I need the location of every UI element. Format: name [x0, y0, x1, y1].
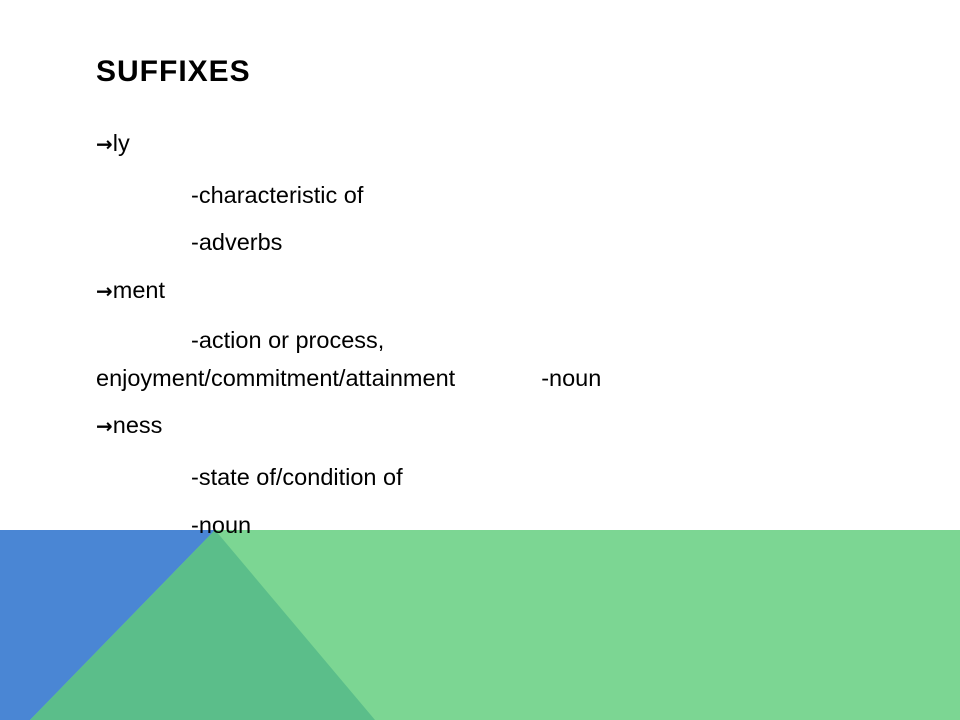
note-tail: -noun [541, 365, 602, 391]
note-line: -adverbs [191, 229, 283, 255]
right-arrow-icon: → [96, 279, 113, 303]
note-line: -characteristic of [191, 182, 364, 208]
note-text: enjoyment/commitment/attainment [96, 365, 456, 391]
slide-title: SUFFIXES [96, 55, 251, 88]
note-line: -state of/condition of [191, 464, 403, 490]
list-item-ment: →ment [96, 275, 165, 306]
right-arrow-icon: → [96, 132, 113, 156]
suffix-label: ly [112, 130, 130, 156]
note-line-wrapped: enjoyment/commitment/attainment -noun [96, 363, 601, 393]
list-item-ly: →ly [96, 128, 130, 159]
right-arrow-icon: → [96, 414, 113, 438]
triangle-overlap-shape [30, 530, 375, 720]
suffix-label: ment [112, 277, 166, 303]
note-line: -noun [191, 512, 252, 538]
blue-corner-shape [0, 530, 215, 720]
list-item-ness: →ness [96, 410, 162, 441]
note-line: -action or process, [191, 327, 385, 353]
decorative-bottom-band [0, 530, 960, 720]
suffix-label: ness [112, 412, 163, 438]
